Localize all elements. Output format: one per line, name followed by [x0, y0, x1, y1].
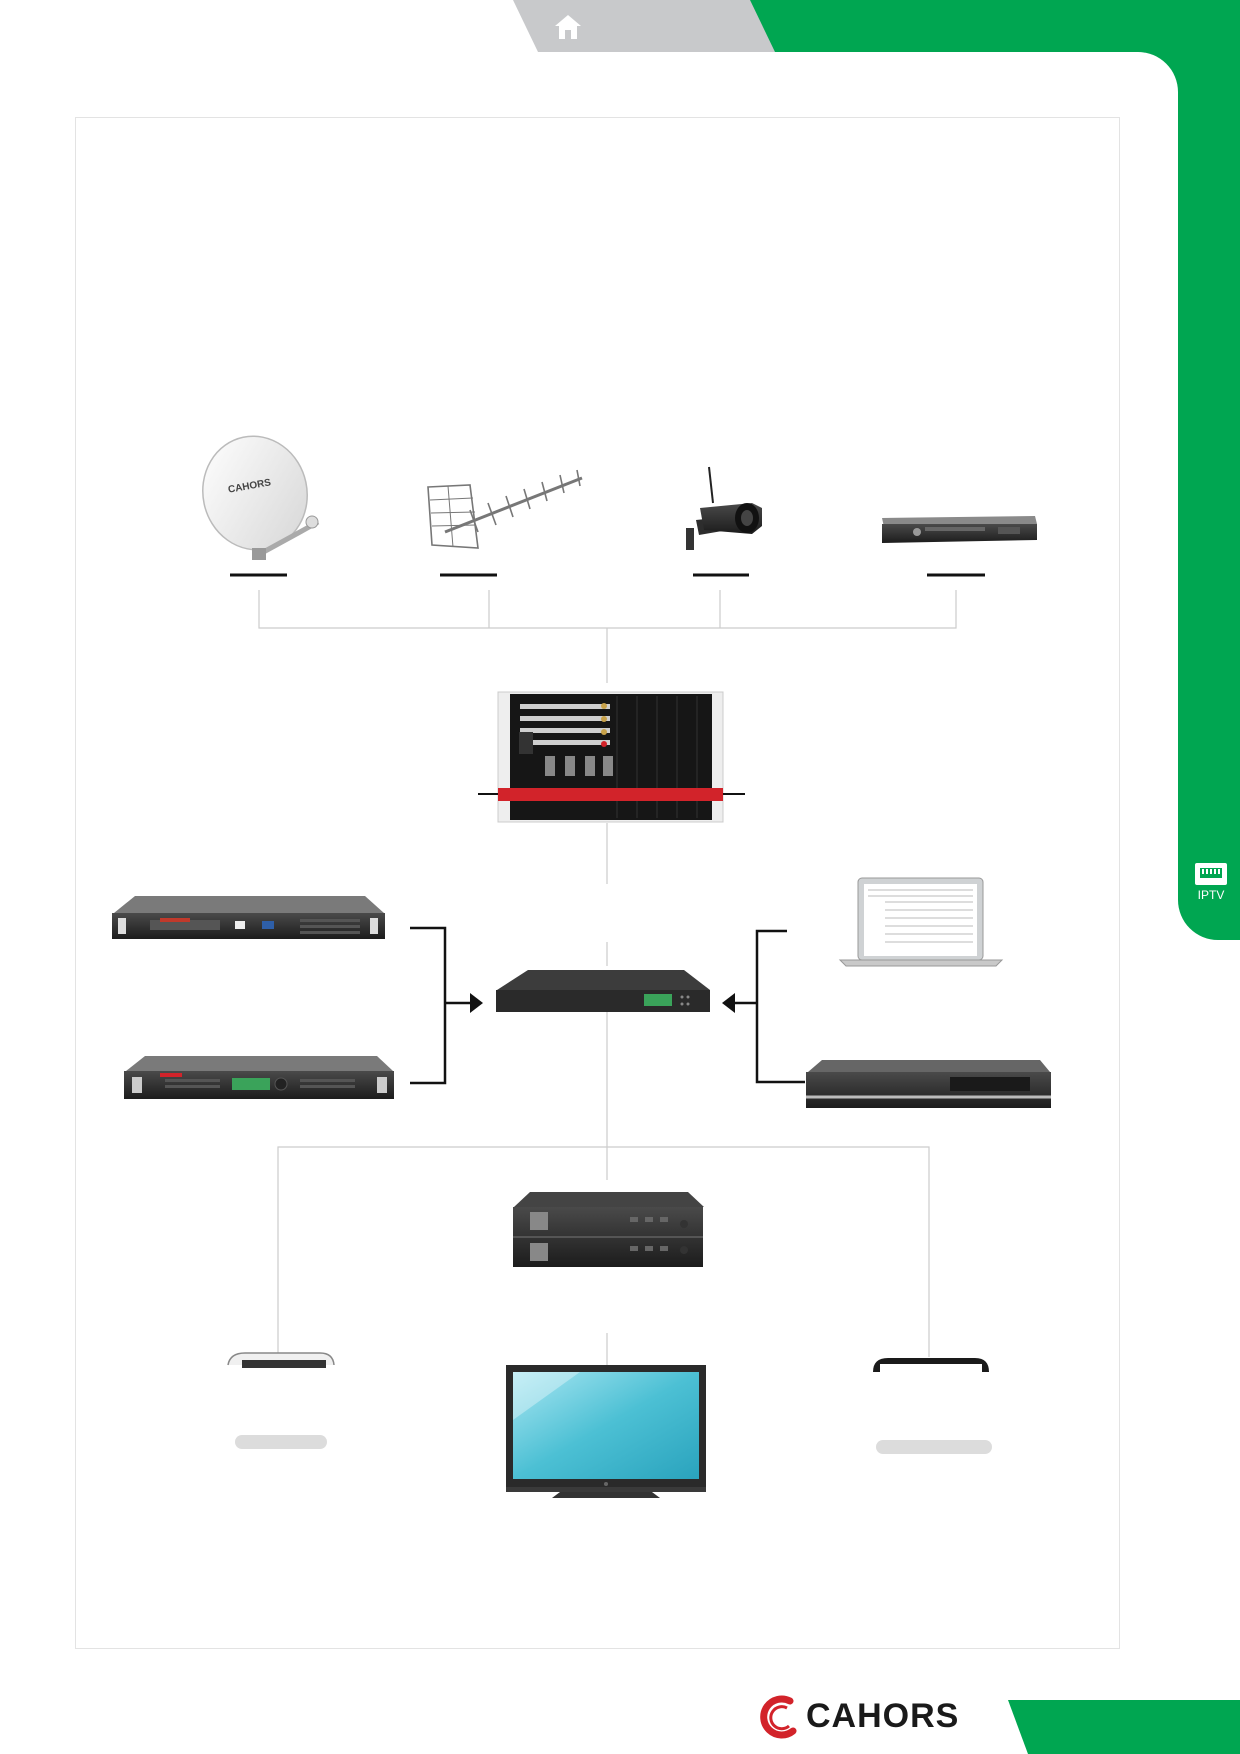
- content-frame: [75, 117, 1120, 1649]
- rack-server-display-icon: [124, 1056, 394, 1099]
- home-icon[interactable]: [553, 13, 583, 41]
- satellite-dish-icon: CAHORS: [202, 435, 320, 560]
- sidebar-tab-label: IPTV: [1197, 888, 1225, 902]
- footer-brand-name: CAHORS: [806, 1697, 960, 1735]
- ethernet-port-icon: [1195, 863, 1227, 885]
- input-bracket-left: [410, 926, 476, 1085]
- computer-monitor-icon: [227, 1352, 335, 1449]
- connector-lines: [258, 590, 957, 1365]
- arrow-right-icon: [470, 993, 483, 1013]
- laptop-icon: [838, 877, 1004, 967]
- tablet-icon: [873, 1358, 992, 1454]
- rack-appliance-icon: [806, 1060, 1051, 1108]
- surveillance-camera-icon: [686, 466, 762, 550]
- terrestrial-antenna-icon: [427, 469, 583, 549]
- sidebar-tab-iptv[interactable]: IPTV: [1187, 862, 1235, 906]
- sidebar-band: [1178, 0, 1240, 940]
- iptv-streamer-icon: [496, 970, 710, 1012]
- top-banner: [513, 0, 1240, 52]
- cahors-logo-icon: [760, 1695, 797, 1739]
- headend-chassis-icon: [478, 691, 745, 823]
- set-top-box-icon: [513, 1192, 704, 1267]
- dvd-player-icon: [882, 516, 1037, 543]
- arrow-left-icon: [722, 993, 735, 1013]
- input-bracket-right: [729, 929, 805, 1084]
- rack-server-icon: [112, 896, 385, 939]
- television-icon: [506, 1365, 706, 1498]
- footer-band: [1008, 1700, 1240, 1754]
